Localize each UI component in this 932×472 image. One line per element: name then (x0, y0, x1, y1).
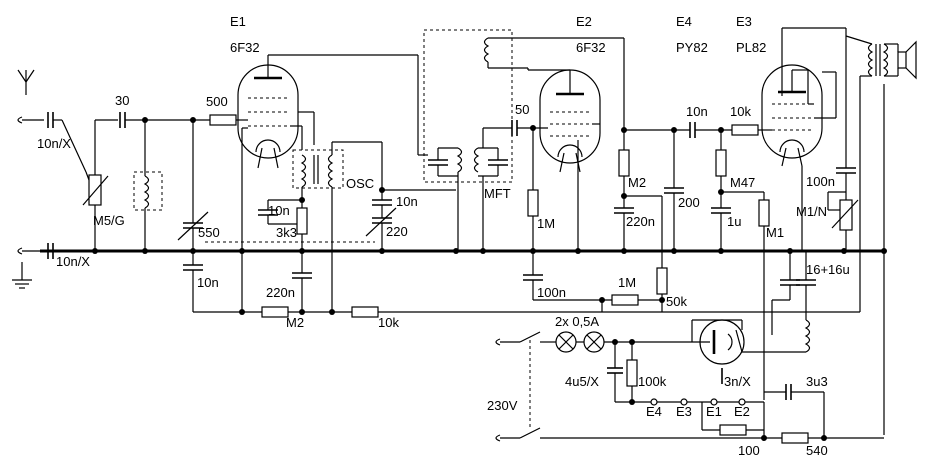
resistor-1m-grid-label: 1M (537, 216, 555, 231)
resistor-50k-label: 50k (666, 294, 687, 309)
resistor-100k-label: 100k (638, 374, 667, 389)
input-ground-terminal (17, 243, 54, 259)
ground-junction-dots (92, 248, 887, 254)
cap-3nx-label: 3n/X (724, 374, 751, 389)
tone-potentiometer (827, 191, 859, 251)
tube-e3-type: PL82 (736, 40, 766, 55)
cap-10n-cathode-label: 10n (268, 203, 290, 218)
pilot-lamp-2-icon (583, 331, 605, 353)
cap-100n-tone-label: 100n (806, 174, 835, 189)
volume-potentiometer (82, 120, 109, 251)
resistor-m47-label: M47 (730, 175, 755, 190)
cap-100n-agc-label: 100n (537, 285, 566, 300)
tube-e1 (237, 55, 299, 169)
heater-e4-label: E4 (646, 404, 662, 419)
tube-e4-ref: E4 (676, 14, 692, 29)
cap-4u5-label: 4u5/X (565, 374, 599, 389)
cap-220n-bias (292, 251, 312, 312)
ground-cap-label: 10n/X (56, 254, 90, 269)
pilot-lamp-1-icon (555, 331, 577, 353)
cap-200-label: 200 (678, 195, 700, 210)
cap-1u-label: 1u (727, 214, 741, 229)
tone-pot-label: M1/N (796, 204, 827, 219)
cap-220n-bias-label: 220n (266, 285, 295, 300)
coupling-cap-30-label: 30 (115, 93, 129, 108)
heater-e2-label: E2 (734, 404, 750, 419)
tube-e2-ref: E2 (576, 14, 592, 29)
osc-label: OSC (346, 176, 374, 191)
filter-choke (804, 319, 811, 353)
cap-50-label: 50 (515, 102, 529, 117)
cap-10n-coupling-label: 10n (686, 104, 708, 119)
resistor-m1-label: M1 (766, 225, 784, 240)
tuning-cap-550-label: 550 (198, 225, 220, 240)
earth-symbol (12, 262, 32, 289)
volume-pot-label: M5/G (93, 213, 125, 228)
resistor-3k3-label: 3k3 (276, 225, 297, 240)
grid-resistor-500-label: 500 (206, 94, 228, 109)
filter-caps (771, 251, 816, 335)
mains-voltage-label: 230V (487, 398, 518, 413)
cap-3u3-label: 3u3 (806, 374, 828, 389)
tuning-cap-220-label: 220 (386, 224, 408, 239)
heater-e1-label: E1 (706, 404, 722, 419)
antenna-coil (133, 120, 163, 251)
pilot-lamps-label: 2x 0,5A (555, 314, 599, 329)
tube-e2 (539, 69, 601, 173)
agc-resistor-10k-label: 10k (378, 315, 399, 330)
tube-e3-ref: E3 (736, 14, 752, 29)
resistor-1m-agc-label: 1M (618, 275, 636, 290)
antenna-terminal (17, 112, 87, 173)
tube-e1-ref: E1 (230, 14, 246, 29)
tube-e3 (761, 64, 823, 167)
mains-terminal-top (495, 331, 556, 346)
oscillator-coil (292, 141, 383, 312)
tuning-cap-220 (365, 207, 397, 251)
antenna-symbol (17, 69, 35, 95)
tube-e2-type: 6F32 (576, 40, 606, 55)
cap-100n-agc (523, 251, 612, 301)
tube-e1-type: 6F32 (230, 40, 260, 55)
resistor-540-label: 540 (806, 443, 828, 458)
agc-resistor-m2-label: M2 (286, 315, 304, 330)
heater-e3-label: E3 (676, 404, 692, 419)
resistor-100-label: 100 (738, 443, 760, 458)
mft-label: MFT (484, 186, 511, 201)
cap-10n-ground (183, 251, 203, 312)
output-transformer (845, 35, 899, 435)
tuning-cap-550 (177, 120, 209, 251)
cap-10n-osc-label: 10n (396, 194, 418, 209)
if-transformer (418, 29, 624, 251)
cap-220n-screen-label: 220n (626, 214, 655, 229)
resistor-m2-screen-label: M2 (628, 175, 646, 190)
antenna-cap-label: 10n/X (37, 136, 71, 151)
cap-10n-ground-label: 10n (197, 275, 219, 290)
tube-e4-type: PY82 (676, 40, 708, 55)
speaker-icon (897, 40, 917, 80)
resistor-10k-grid-label: 10k (730, 104, 751, 119)
filter-caps-label: 16+16u (806, 262, 850, 277)
